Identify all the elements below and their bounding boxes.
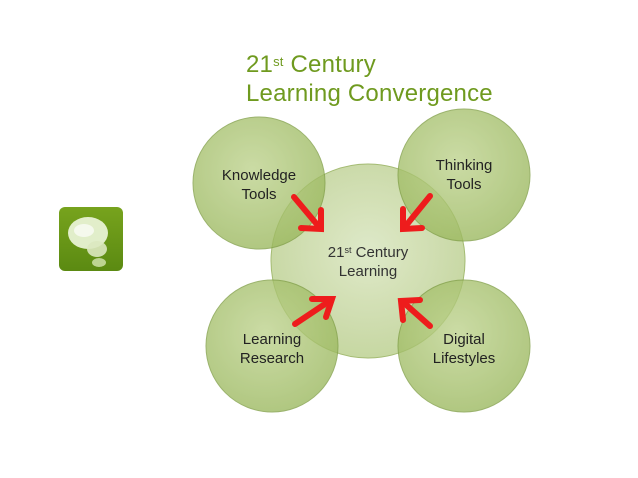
arrow-digital-to-center: [397, 297, 433, 329]
arrow-thinking-to-center: [400, 193, 433, 233]
label-center: 21st Century Learning: [327, 244, 409, 280]
circle-learning-research: [205, 279, 339, 413]
circle-knowledge-tools: [192, 116, 326, 250]
label-learning-research: Learning Research: [239, 331, 305, 367]
speech-bubble-icon: [59, 207, 123, 271]
label-knowledge-tools: Knowledge Tools: [221, 167, 297, 203]
slide-title: 21st Century Learning Convergence: [246, 50, 493, 108]
circle-thinking-tools: [397, 108, 531, 242]
title-line-2: Learning Convergence: [246, 80, 493, 107]
arrow-research-to-center: [292, 296, 337, 327]
circle-digital-lifestyles: [397, 279, 531, 413]
label-digital-lifestyles: Digital Lifestyles: [432, 331, 496, 367]
label-thinking-tools: Thinking Tools: [435, 157, 493, 193]
title-line-1: 21st Century: [246, 51, 376, 78]
arrow-knowledge-to-center: [291, 194, 324, 233]
